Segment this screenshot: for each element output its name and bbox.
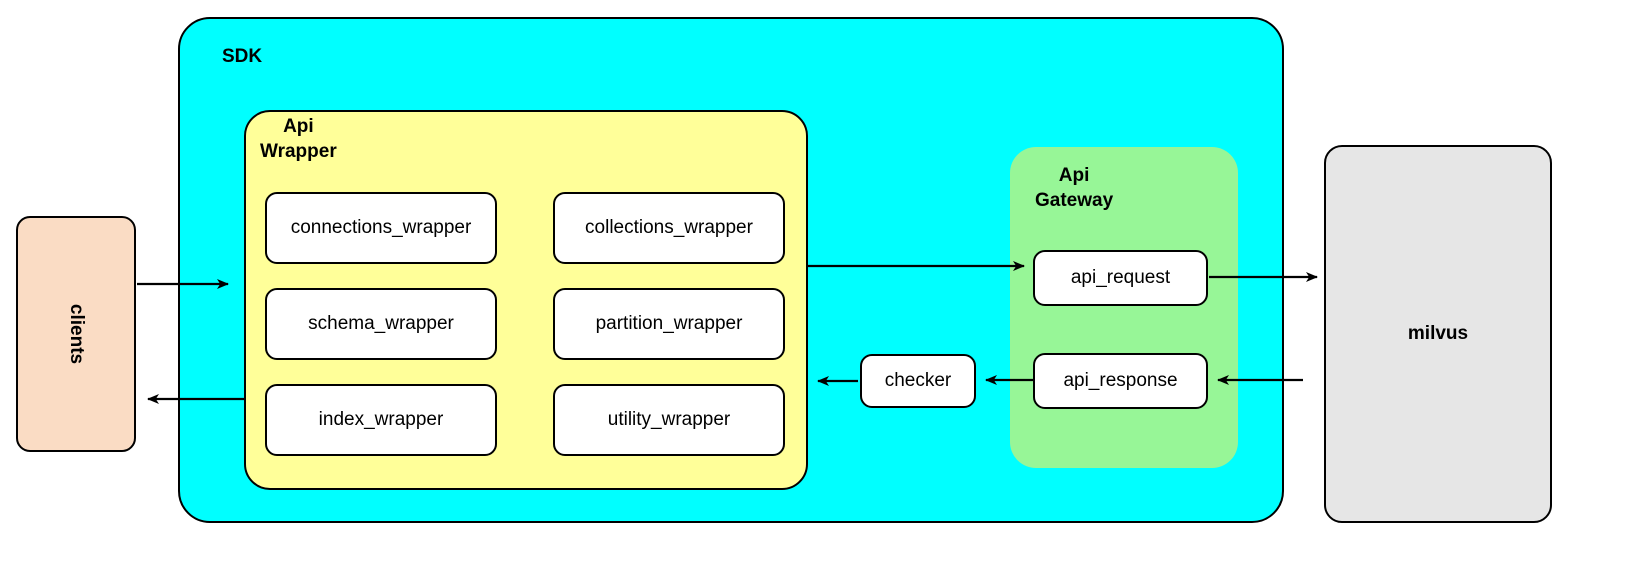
node-partition-wrapper[interactable]: partition_wrapper	[553, 288, 785, 360]
node-connections-wrapper[interactable]: connections_wrapper	[265, 192, 497, 264]
container-api-wrapper-label: Api Wrapper	[260, 116, 337, 163]
node-utility-wrapper[interactable]: utility_wrapper	[553, 384, 785, 456]
entity-milvus[interactable]: milvus	[1324, 145, 1552, 523]
node-index-wrapper[interactable]: index_wrapper	[265, 384, 497, 456]
container-api-gateway	[1010, 147, 1238, 468]
node-collections-wrapper[interactable]: collections_wrapper	[553, 192, 785, 264]
node-api-response[interactable]: api_response	[1033, 353, 1208, 409]
entity-clients[interactable]	[16, 216, 136, 452]
container-api-gateway-label: Api Gateway	[1035, 165, 1114, 212]
node-schema-wrapper[interactable]: schema_wrapper	[265, 288, 497, 360]
entity-clients-text: clients	[65, 303, 87, 365]
entity-clients-label: clients	[16, 216, 136, 452]
node-api-request[interactable]: api_request	[1033, 250, 1208, 306]
container-sdk-label: SDK	[222, 46, 263, 67]
node-checker[interactable]: checker	[860, 354, 976, 408]
